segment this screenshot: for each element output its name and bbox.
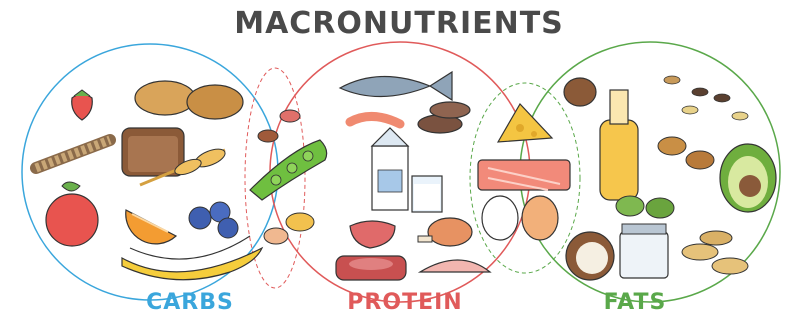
peas-icon [250,140,327,200]
coconut-icon [566,232,614,280]
peanuts-icon [682,231,748,274]
blueberries-icon [189,202,238,238]
pasta-icon [36,140,110,168]
bread-icon [122,128,184,176]
almonds-icon [658,137,714,169]
fats-label: FATS [575,290,695,315]
avocado-icon [720,144,776,212]
olives-icon [616,196,674,218]
apple-icon [46,182,98,246]
salmon-fillet-icon [478,160,570,190]
nut-icon [564,78,596,106]
eggs-icon [482,196,558,240]
glass-of-milk-icon [412,176,442,212]
ham-slices-icon [420,260,490,272]
banana-icon [122,236,262,280]
strawberry-icon [72,90,93,120]
steak-icon [350,221,395,248]
sausage-icon [418,102,470,133]
carbs-label: CARBS [120,290,260,315]
seeds-icon [664,76,748,120]
milk-carton-icon [372,128,408,210]
cheese-icon [498,104,552,142]
fish-icon [340,72,452,100]
ham-icon [336,256,406,280]
protein-label: PROTEIN [320,290,490,315]
orange-slice-icon [126,210,176,244]
yogurt-jar-icon [620,224,668,278]
chicken-leg-icon [418,218,472,246]
shrimp-icon [350,116,400,124]
potato-icon [135,81,243,119]
oil-bottle-icon [600,90,638,200]
